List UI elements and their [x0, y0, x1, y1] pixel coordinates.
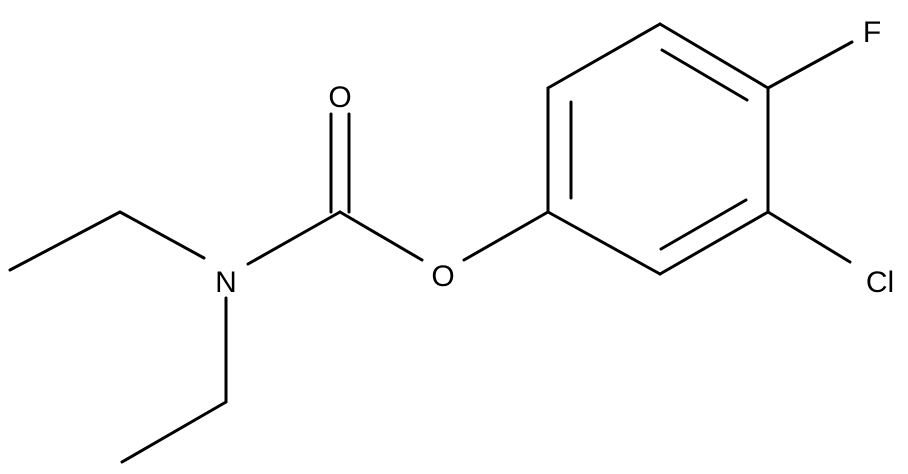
bond-ethyl1-ch3-ch2 [8, 210, 122, 272]
bond-ring-c3-c4 [658, 22, 770, 90]
bond-ester-o-ring [462, 210, 550, 262]
atom-label-chlorine: Cl [866, 266, 894, 299]
bond-carbonyl-c-ester-o [338, 210, 424, 262]
atom-label-oxygen-carbonyl: O [328, 81, 351, 114]
bond-ring-c6-c1 [546, 210, 662, 276]
bond-ring-c5-c6 [658, 210, 770, 276]
bond-ring-inner-top [660, 48, 749, 102]
bond-ring-inner-bottom [659, 198, 748, 251]
bond-ethyl1-ch2-n [118, 210, 206, 260]
bond-ring-c2-c3 [546, 22, 662, 90]
atom-label-nitrogen: N [215, 266, 237, 299]
atom-label-oxygen-ester: O [431, 260, 454, 293]
bond-ring-fluorine [766, 40, 854, 90]
bond-ring-chlorine [766, 210, 852, 264]
bond-n-carbonyl-c [246, 210, 342, 266]
atom-label-fluorine: F [863, 16, 881, 49]
bond-ethyl2-ch2-ch3 [120, 400, 228, 464]
